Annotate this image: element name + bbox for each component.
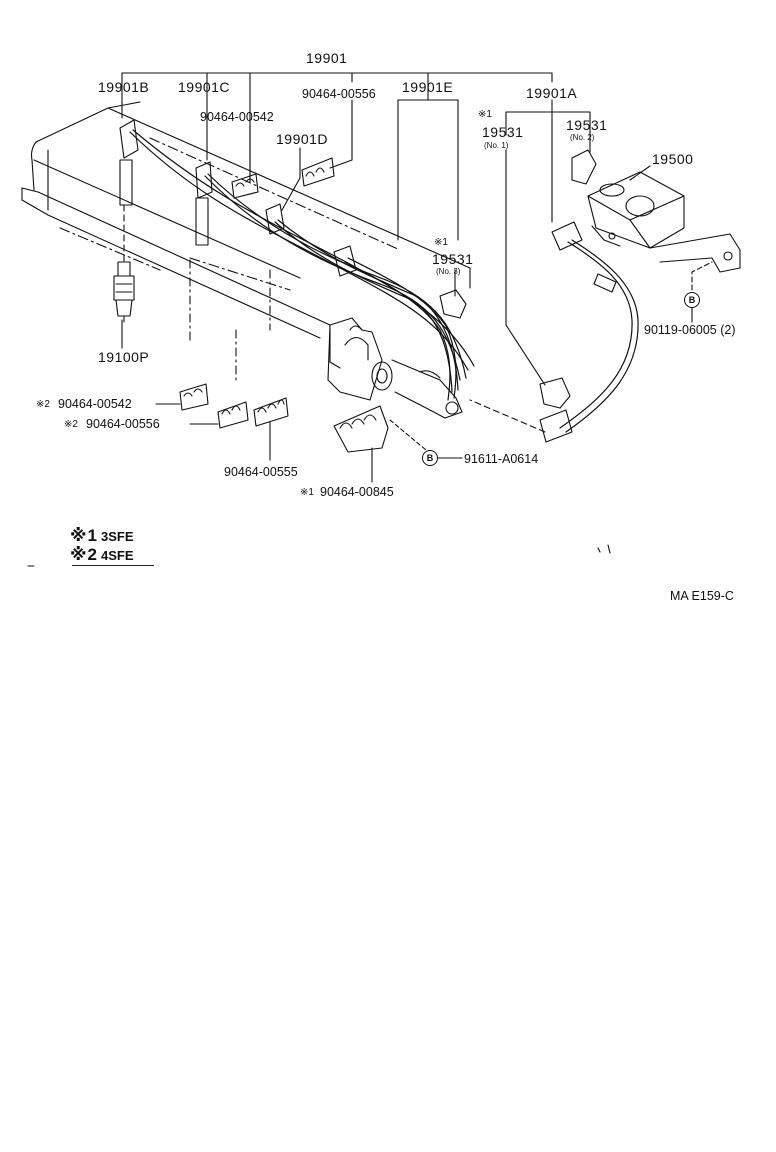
- mark-1-no3: ※1: [434, 237, 448, 248]
- legend-number: 1: [87, 526, 97, 545]
- legend-row-1: ※1 3SFE: [70, 526, 134, 546]
- mark-2-clip-556: ※2: [64, 419, 78, 430]
- legend-row-2: ※2 4SFE: [70, 545, 134, 565]
- label-19500: 19500: [652, 151, 694, 167]
- spark-plug: [113, 261, 135, 323]
- label-clip-556-top: 90464-00556: [302, 87, 376, 101]
- legend-symbol: ※: [70, 526, 87, 545]
- spark-plug-wires: [129, 129, 639, 433]
- circle-b-distributor: B: [422, 450, 438, 466]
- label-clip-542-left: 90464-00542: [58, 397, 132, 411]
- leader-lines-19901: [121, 72, 713, 483]
- label-clip-542-top: 90464-00542: [200, 110, 274, 124]
- label-bolt-91611: 91611-A0614: [464, 452, 539, 466]
- label-19901A: 19901A: [526, 85, 578, 101]
- distributor: [327, 317, 463, 419]
- mark-1-no1: ※1: [478, 109, 492, 120]
- stray-marks: [27, 544, 611, 567]
- label-no2: (No. 2): [570, 133, 595, 142]
- legend-engine: 3SFE: [101, 529, 134, 544]
- legend-symbol: ※: [70, 545, 87, 564]
- label-19901B: 19901B: [98, 79, 150, 95]
- ignition-coil: [587, 171, 741, 273]
- cylinder-head-cover: [21, 101, 471, 381]
- label-19531-no1: 19531: [482, 124, 524, 140]
- label-19901D: 19901D: [276, 131, 329, 147]
- wire-clips: [179, 157, 389, 457]
- label-no1: (No. 1): [484, 141, 509, 150]
- legend-engine: 4SFE: [101, 548, 134, 563]
- label-19531-no3: 19531: [432, 251, 474, 267]
- mark-2-clip-542: ※2: [36, 399, 50, 410]
- label-19901E: 19901E: [402, 79, 454, 95]
- label-19901: 19901: [306, 50, 348, 66]
- legend-underline: [72, 565, 154, 566]
- label-clip-555: 90464-00555: [224, 465, 298, 479]
- plug-boots: [119, 119, 617, 443]
- label-clip-556-left: 90464-00556: [86, 417, 160, 431]
- label-no3: (No. 3): [436, 267, 461, 276]
- label-bolt-90119: 90119-06005 (2): [644, 323, 736, 337]
- label-19100P: 19100P: [98, 349, 150, 365]
- figure-code: MA E159-C: [670, 589, 734, 603]
- legend-number: 2: [87, 545, 97, 564]
- label-19901C: 19901C: [178, 79, 231, 95]
- mark-1-clip-845: ※1: [300, 487, 314, 498]
- label-clip-845: 90464-00845: [320, 485, 394, 499]
- label-19531-no2: 19531: [566, 117, 608, 133]
- circle-b-coil: B: [684, 292, 700, 308]
- noise-suppressors: [439, 149, 597, 409]
